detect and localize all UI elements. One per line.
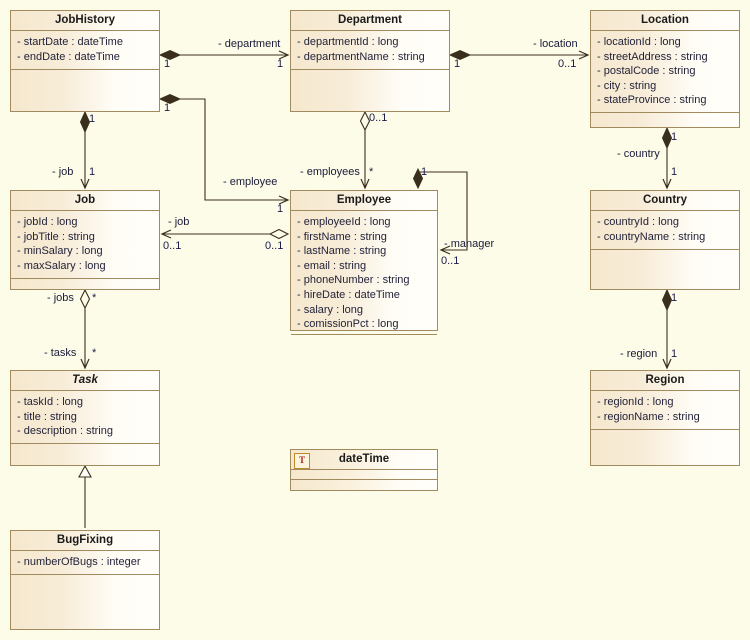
edge-label-country: - country: [617, 148, 660, 160]
class-title-location: Location: [591, 11, 739, 31]
mult-jobhistory-job-source: 1: [89, 113, 96, 125]
attribute: - salary : long: [297, 303, 364, 316]
edge-label-department: - department: [218, 38, 281, 50]
attribute: - comissionPct : long: [297, 318, 399, 331]
class-title-country: Country: [591, 191, 739, 211]
mult-jobhistory-job-target: 1: [89, 166, 96, 178]
datatype-section-1: [291, 470, 437, 480]
attribute: - numberOfBugs : integer: [17, 556, 141, 568]
datatype-name: dateTime: [338, 453, 390, 465]
mult-jobhistory-employee-source: 1: [164, 102, 171, 114]
class-job[interactable]: Job - jobId : long - jobTitle : string -…: [10, 190, 160, 290]
mult-department-location-target: 0..1: [558, 58, 577, 70]
attributes-country: - countryId : long - countryName : strin…: [591, 211, 739, 250]
edge-label-job-from-employee: - job: [168, 216, 190, 228]
attributes-bugfixing: - numberOfBugs : integer: [11, 551, 159, 575]
datatype-section-2: [291, 480, 437, 492]
attributes-employee: - employeeId : long - firstName : string…: [291, 211, 437, 335]
mult-employee-manager-target: 0..1: [441, 255, 460, 267]
attribute: - regionName : string: [597, 410, 700, 423]
mult-department-employees-target: *: [369, 166, 374, 178]
class-title-task: Task: [11, 371, 159, 391]
edge-label-manager: - manager: [444, 238, 495, 250]
class-title-department: Department: [291, 11, 449, 31]
edge-label-region: - region: [620, 348, 658, 360]
edge-job-tasks: [79, 288, 91, 370]
attribute: - postalCode : string: [597, 65, 696, 78]
datatype-icon: T: [294, 453, 310, 469]
class-bugfixing[interactable]: BugFixing - numberOfBugs : integer: [10, 530, 160, 630]
mult-country-region-target: 1: [671, 348, 678, 360]
attribute: - phoneNumber : string: [297, 274, 410, 287]
edge-label-jobs: - jobs: [47, 292, 74, 304]
mult-country-region-source: 1: [671, 292, 678, 304]
attribute: - maxSalary : long: [17, 259, 106, 272]
mult-jobhistory-department-source: 1: [164, 58, 171, 70]
attribute: - email : string: [297, 259, 367, 272]
attribute: - streetAddress : string: [597, 50, 708, 63]
mult-location-country-source: 1: [671, 131, 678, 143]
attribute: - startDate : dateTime: [17, 36, 123, 48]
attribute: - departmentName : string: [297, 50, 425, 63]
class-region[interactable]: Region - regionId : long - regionName : …: [590, 370, 740, 466]
mult-job-tasks-source: *: [92, 292, 97, 304]
attribute: - employeeId : long: [297, 216, 391, 228]
attribute: - taskId : long: [17, 396, 84, 408]
attribute: - jobId : long: [17, 216, 78, 228]
attribute: - city : string: [597, 79, 657, 92]
attributes-job: - jobId : long - jobTitle : string - min…: [11, 211, 159, 279]
attribute: - hireDate : dateTime: [297, 288, 400, 301]
edge-label-location: - location: [533, 38, 578, 50]
attributes-task: - taskId : long - title : string - descr…: [11, 391, 159, 444]
mult-department-employees-source: 0..1: [369, 112, 388, 124]
attribute: - lastName : string: [297, 245, 387, 258]
edge-bugfixing-task: [78, 464, 92, 528]
mult-jobhistory-employee-target: 1: [277, 203, 284, 215]
class-department[interactable]: Department - departmentId : long - depar…: [290, 10, 450, 112]
mult-location-country-target: 1: [671, 166, 678, 178]
mult-department-location-source: 1: [454, 58, 461, 70]
attribute: - regionId : long: [597, 396, 674, 408]
edge-jobhistory-department: [158, 49, 290, 61]
attribute: - stateProvince : string: [597, 94, 707, 107]
class-title-jobhistory: JobHistory: [11, 11, 159, 31]
mult-jobhistory-department-target: 1: [277, 58, 284, 70]
mult-employee-job-target: 0..1: [163, 240, 182, 252]
edge-label-employees: - employees: [300, 166, 360, 178]
class-employee[interactable]: Employee - employeeId : long - firstName…: [290, 190, 438, 335]
attribute: - description : string: [17, 425, 113, 438]
attributes-location: - locationId : long - streetAddress : st…: [591, 31, 739, 113]
datatype-title: T dateTime: [291, 450, 437, 470]
attribute: - endDate : dateTime: [17, 50, 120, 63]
attribute: - locationId : long: [597, 36, 681, 48]
mult-job-tasks-target: *: [92, 347, 97, 359]
edge-employee-job: [160, 228, 290, 240]
class-title-bugfixing: BugFixing: [11, 531, 159, 551]
mult-employee-manager-source: 1: [421, 166, 428, 178]
attributes-region: - regionId : long - regionName : string: [591, 391, 739, 430]
class-jobhistory[interactable]: JobHistory - startDate : dateTime - endD…: [10, 10, 160, 112]
attribute: - countryName : string: [597, 230, 706, 243]
attributes-department: - departmentId : long - departmentName :…: [291, 31, 449, 70]
attribute: - title : string: [17, 410, 77, 423]
class-task[interactable]: Task - taskId : long - title : string - …: [10, 370, 160, 466]
edge-label-tasks: - tasks: [44, 347, 77, 359]
edge-label-job-from-jobhistory: - job: [52, 166, 74, 178]
attribute: - jobTitle : string: [17, 230, 95, 243]
attributes-jobhistory: - startDate : dateTime - endDate : dateT…: [11, 31, 159, 70]
mult-employee-job-source: 0..1: [265, 240, 284, 252]
class-title-employee: Employee: [291, 191, 437, 211]
class-title-job: Job: [11, 191, 159, 211]
class-location[interactable]: Location - locationId : long - streetAdd…: [590, 10, 740, 128]
attribute: - departmentId : long: [297, 36, 399, 48]
class-title-region: Region: [591, 371, 739, 391]
datatype-datetime[interactable]: T dateTime: [290, 449, 438, 491]
class-country[interactable]: Country - countryId : long - countryName…: [590, 190, 740, 290]
attribute: - firstName : string: [297, 230, 387, 243]
edge-label-employee: - employee: [223, 176, 278, 188]
attribute: - countryId : long: [597, 216, 679, 228]
attribute: - minSalary : long: [17, 245, 103, 258]
